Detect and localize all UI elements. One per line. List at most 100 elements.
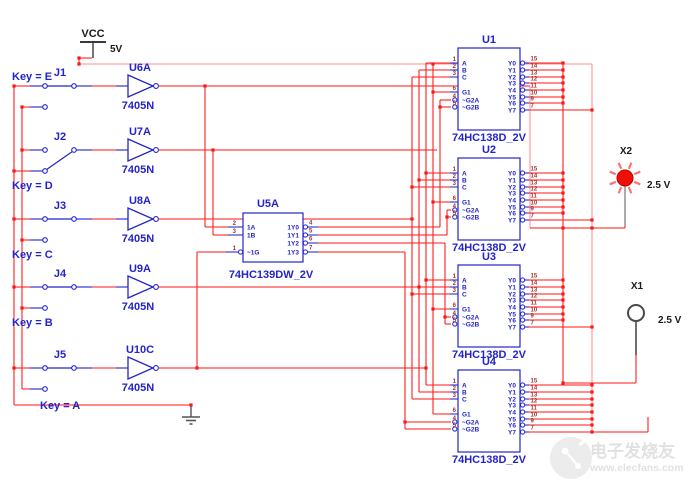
pin-label: C	[462, 291, 467, 298]
ic-body	[457, 264, 521, 348]
probe-x1[interactable]: X12.5 V	[627, 281, 682, 355]
active-low-bubble-icon	[520, 217, 526, 223]
pin-label: A	[462, 60, 467, 67]
junction-dot	[20, 148, 24, 152]
lamp-off-icon	[627, 304, 645, 322]
junction-dot	[443, 315, 447, 319]
switch-contact-icon	[42, 168, 48, 174]
pin-label: Y6	[508, 100, 516, 107]
pin-label: Y7	[508, 429, 516, 436]
active-low-bubble-icon	[520, 422, 526, 428]
active-low-bubble-icon	[520, 100, 526, 106]
inverter-triangle-icon	[127, 356, 155, 380]
junction-dot	[590, 226, 594, 230]
probe-x2[interactable]: X22.5 V	[609, 146, 671, 225]
probe-ray-icon	[617, 162, 623, 170]
switch-key-label: Key = C	[12, 249, 53, 261]
pin-label: Y6	[508, 317, 516, 324]
pin-number: 3	[453, 71, 457, 77]
pin-number: 2	[453, 386, 457, 392]
pin-label: B	[462, 177, 467, 184]
junction-dot	[590, 108, 594, 112]
active-low-bubble-icon	[520, 304, 526, 310]
junction-dot	[431, 307, 435, 311]
switch-contact-icon	[71, 147, 77, 153]
junction-dot	[561, 305, 565, 309]
junction-dot	[561, 198, 565, 202]
junction-dot	[20, 105, 24, 109]
pin-label: B	[462, 389, 467, 396]
junction-dot	[561, 298, 565, 302]
ic-ref: U2	[482, 144, 496, 156]
junction-dot	[561, 81, 565, 85]
probe-value: 2.5 V	[658, 315, 682, 326]
active-low-bubble-icon	[520, 67, 526, 73]
junction-dot	[20, 238, 24, 242]
pin-label: A	[462, 170, 467, 177]
active-low-bubble-icon	[520, 107, 526, 113]
active-low-bubble-icon	[452, 426, 458, 432]
pin-number: 3	[453, 393, 457, 399]
active-low-bubble-icon	[302, 240, 308, 246]
junction-dot	[561, 171, 565, 175]
ic-u4[interactable]: A1B2C3G16~G2A4~G2B5Y015Y114Y213Y312Y411Y…	[450, 356, 538, 466]
junction-dot	[561, 211, 565, 215]
pin-label: G1	[462, 89, 471, 96]
active-low-bubble-icon	[520, 297, 526, 303]
junction-dots	[12, 56, 594, 434]
watermark-logo-detail	[566, 452, 577, 465]
switch-contact-icon	[42, 83, 48, 89]
switch-contact-icon	[42, 147, 48, 153]
active-low-bubble-icon	[520, 396, 526, 402]
active-low-bubble-icon	[520, 284, 526, 290]
active-low-bubble-icon	[452, 97, 458, 103]
junction-dot	[561, 312, 565, 316]
ic-u3[interactable]: A1B2C3G16~G2A4~G2B5Y015Y114Y213Y312Y411Y…	[450, 251, 538, 361]
ground-symbol[interactable]	[182, 405, 200, 425]
ic-part: 74HC138D_2V	[452, 242, 527, 254]
pin-label: G1	[462, 411, 471, 418]
pin-number: 12	[531, 187, 538, 193]
pin-number: 1	[233, 246, 237, 252]
active-low-bubble-icon	[520, 409, 526, 415]
pin-label: ~G2A	[462, 314, 479, 321]
junction-dot	[561, 285, 565, 289]
switch-contact-icon	[42, 284, 48, 290]
active-low-bubble-icon	[452, 207, 458, 213]
ic-part: 74HC138D_2V	[452, 454, 527, 466]
ic-part: 74HC138D_2V	[452, 349, 527, 361]
vcc-label: VCC	[81, 28, 104, 40]
pin-number: 9	[531, 314, 535, 320]
active-low-bubble-icon	[452, 419, 458, 425]
inverter-part: 7405N	[122, 100, 154, 112]
ic-u5a[interactable]: 1A21B3~1G11Y041Y151Y261Y37U5A74HC139DW_2…	[226, 198, 318, 281]
junction-dot	[77, 56, 81, 60]
ic-u2[interactable]: A1B2C3G16~G2A4~G2B5Y015Y114Y213Y312Y411Y…	[450, 144, 538, 254]
inverter-part: 7405N	[122, 301, 154, 313]
pin-number: 13	[531, 71, 538, 77]
ic-u1[interactable]: A1B2C3G16~G2A4~G2B5Y015Y114Y213Y312Y411Y…	[450, 34, 538, 144]
watermark-logo-detail	[575, 463, 581, 469]
junction-dot	[561, 292, 565, 296]
ic-body	[457, 47, 521, 131]
pin-label: Y5	[508, 311, 516, 318]
pin-number: 10	[531, 201, 538, 207]
probe-ray-icon	[609, 180, 617, 186]
pin-label: 1Y3	[287, 249, 299, 256]
pin-label: Y0	[508, 277, 516, 284]
pin-label: 1B	[247, 232, 256, 239]
pin-number: 4	[453, 416, 457, 422]
junction-dot	[590, 403, 594, 407]
